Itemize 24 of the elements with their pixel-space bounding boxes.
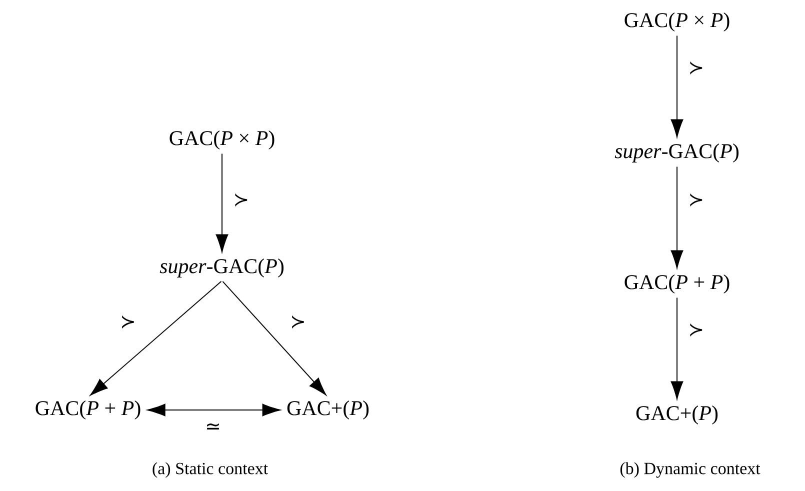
term-label: super-GAC(P) bbox=[614, 143, 739, 163]
term-label: GAC(P × P) bbox=[624, 12, 730, 32]
edge-label: ≻ bbox=[292, 315, 304, 329]
arrow bbox=[670, 35, 684, 138]
term-label: GAC+(P) bbox=[636, 405, 718, 425]
edge-label: ≃ bbox=[207, 423, 219, 430]
arrow bbox=[670, 297, 684, 400]
edge-label: ≻ bbox=[690, 193, 702, 207]
caption: (a) Static context bbox=[152, 462, 268, 478]
term-label: GAC(P + P) bbox=[624, 274, 730, 294]
term-label: GAC+(P) bbox=[287, 400, 369, 420]
edge-label: ≻ bbox=[122, 315, 134, 329]
arrow bbox=[147, 404, 280, 416]
edge-label: ≻ bbox=[690, 61, 702, 75]
arrow bbox=[216, 153, 228, 252]
arrow bbox=[90, 280, 222, 396]
term-label: super-GAC(P) bbox=[160, 258, 284, 278]
arrow bbox=[222, 280, 326, 396]
edge-label: ≻ bbox=[235, 193, 248, 207]
edge-label: ≻ bbox=[690, 323, 702, 337]
caption: (b) Dynamic context bbox=[620, 462, 760, 478]
arrow bbox=[670, 166, 684, 268]
term-label: GAC(P + P) bbox=[36, 400, 140, 420]
term-label: GAC(P × P) bbox=[170, 130, 274, 150]
